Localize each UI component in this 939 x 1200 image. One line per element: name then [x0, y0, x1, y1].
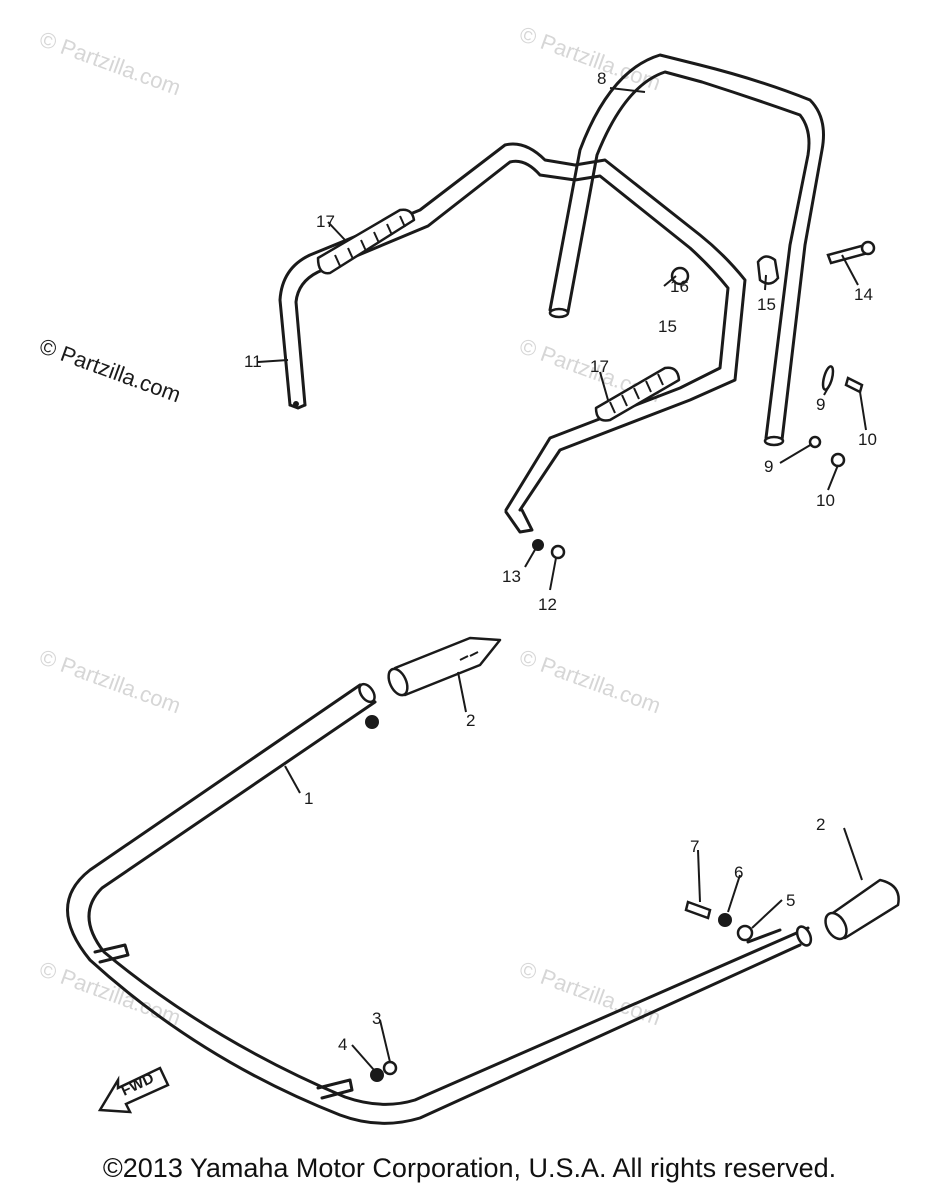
callout-10: 10	[858, 430, 877, 449]
callout-5: 5	[786, 891, 795, 910]
part-3-4-fasteners	[365, 715, 398, 1082]
part-12-13-fasteners	[532, 539, 566, 560]
part-9-10-fasteners	[808, 365, 864, 468]
part-8-rear-hoop	[548, 53, 825, 447]
watermark: © Partzilla.com	[36, 644, 184, 718]
callout-17: 17	[316, 212, 335, 231]
callout-10: 10	[816, 491, 835, 510]
mount-hole	[293, 401, 299, 407]
callout-9: 9	[816, 395, 825, 414]
part-17-grip-right	[594, 366, 681, 422]
part-2-end-cap-front	[387, 636, 502, 697]
watermark: © Partzilla.com	[36, 26, 184, 100]
callout-3: 3	[372, 1009, 381, 1028]
callout-17: 17	[590, 357, 609, 376]
callout-8: 8	[597, 69, 606, 88]
callout-14: 14	[854, 285, 873, 304]
callout-6: 6	[734, 863, 743, 882]
tube-end	[358, 682, 376, 704]
watermark: © Partzilla.com	[516, 956, 664, 1030]
watermark: © Partzilla.com	[516, 644, 664, 718]
fwd-arrow-icon: FWD	[97, 1066, 170, 1114]
tube-end	[763, 435, 785, 447]
callout-2: 2	[816, 815, 825, 834]
callout-15: 15	[658, 317, 677, 336]
part-2-end-cap-rear	[824, 878, 900, 941]
callout-16: 16	[670, 277, 689, 296]
callout-12: 12	[538, 595, 557, 614]
part-5-6-7-fasteners	[684, 900, 754, 942]
callouts: 8 17 11 16 15 15 14 17 9 10 9 10 13 12 2…	[244, 69, 877, 1054]
callout-7: 7	[690, 837, 699, 856]
tube-end	[548, 307, 570, 319]
tube-end	[795, 925, 813, 947]
callout-1: 1	[304, 789, 313, 808]
callout-15: 15	[757, 295, 776, 314]
watermark: © Partzilla.com	[36, 333, 184, 407]
copyright-notice: ©2013 Yamaha Motor Corporation, U.S.A. A…	[102, 1153, 837, 1183]
callout-4: 4	[338, 1035, 347, 1054]
callout-13: 13	[502, 567, 521, 586]
part-15-clamp	[670, 255, 780, 286]
callout-2: 2	[466, 711, 475, 730]
watermarks: © Partzilla.com © Partzilla.com © Partzi…	[36, 21, 664, 1030]
part-17-grip-left	[316, 208, 416, 275]
part-1-bumper	[66, 682, 813, 1125]
parts-diagram: © Partzilla.com © Partzilla.com © Partzi…	[36, 21, 900, 1125]
callout-11: 11	[244, 352, 262, 371]
callout-9: 9	[764, 457, 773, 476]
part-11-handle-bar	[278, 142, 747, 534]
part-14-bolt	[826, 240, 876, 265]
leader-lines	[257, 87, 867, 1071]
